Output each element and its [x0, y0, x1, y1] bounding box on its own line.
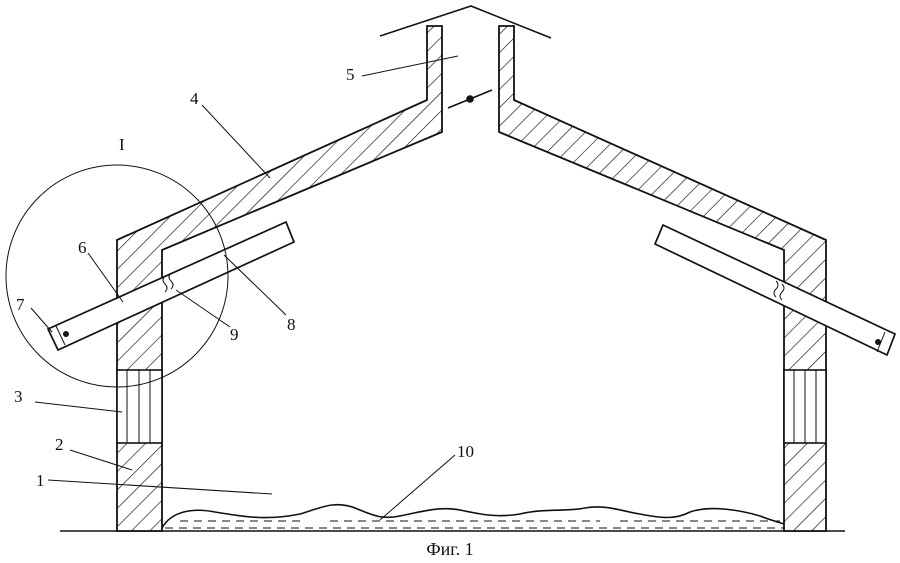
- label-5: 5: [346, 65, 355, 84]
- detail-circle: [5, 164, 229, 388]
- right-vent-tube: [653, 223, 897, 357]
- label-1: 1: [36, 471, 45, 490]
- label-8: 8: [287, 315, 296, 334]
- label-4: 4: [190, 89, 199, 108]
- label-3: 3: [14, 387, 23, 406]
- left-window: [116, 369, 163, 444]
- label-10: 10: [457, 442, 474, 461]
- label-6: 6: [78, 238, 87, 257]
- left-vent-tube: [46, 220, 296, 352]
- detail-label: I: [119, 135, 125, 154]
- label-9: 9: [230, 325, 239, 344]
- vent-damper: [447, 89, 493, 109]
- vent-cap: [379, 5, 552, 39]
- label-2: 2: [55, 435, 64, 454]
- leader-lines: [30, 55, 459, 521]
- label-7: 7: [16, 295, 25, 314]
- figure-caption: Фиг. 1: [426, 539, 473, 559]
- soil-layer: [161, 503, 785, 529]
- right-window: [783, 369, 827, 444]
